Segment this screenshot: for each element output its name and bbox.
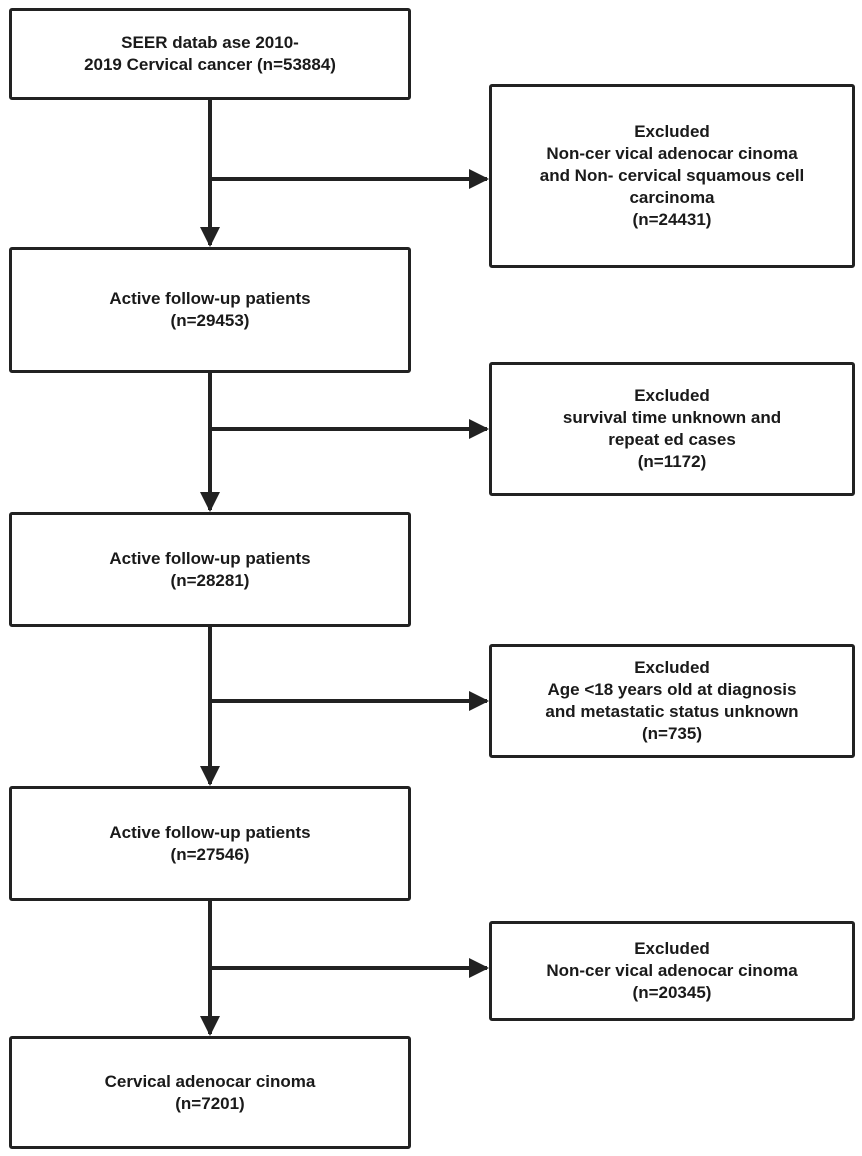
excluded-box-line: (n=20345) [632,983,712,1002]
excluded-box-non-adeno-squamous: Excluded Non-cer vical adenocar cinoma a… [489,84,855,268]
main-box-line: Active follow-up patients [109,548,311,568]
excluded-box-line: (n=735) [642,724,702,743]
main-box-line: (n=7201) [175,1093,245,1113]
main-box-line: 2019 Cervical cancer (n=53884) [84,55,336,74]
excluded-box-line: Age <18 years old at diagnosis [547,680,797,699]
main-box-line: (n=29453) [170,311,250,330]
excluded-box-line: Excluded [634,658,710,677]
excluded-box-line: Non-cer vical adenocar cinoma [546,144,798,163]
excluded-box-line: repeat ed cases [608,430,736,449]
excluded-box-age-metastatic: Excluded Age <18 years old at diagnosis … [489,644,855,758]
main-box-line: SEER datab ase 2010- [121,33,299,52]
main-box-active-followup-1: Active follow-up patients (n=29453) [9,247,411,373]
main-box-cervical-adenocarcinoma: Cervical adenocar cinoma (n=7201) [9,1036,411,1149]
excluded-box-line: (n=24431) [632,210,712,229]
main-box-seer-database: SEER datab ase 2010- 2019 Cervical cance… [9,8,411,100]
excluded-box-line: carcinoma [629,188,715,207]
excluded-box-line: survival time unknown and [562,408,782,427]
main-box-line: (n=28281) [170,570,250,590]
main-box-active-followup-3: Active follow-up patients (n=27546) [9,786,411,901]
excluded-box-line: Non-cer vical adenocar cinoma [546,961,798,980]
excluded-box-line: Excluded [634,939,710,958]
main-box-active-followup-2: Active follow-up patients (n=28281) [9,512,411,627]
excluded-box-line: Excluded [634,122,710,141]
excluded-box-line: and Non- cervical squamous cell [539,166,805,185]
main-box-line: Cervical adenocar cinoma [104,1071,316,1091]
main-box-line: Active follow-up patients [109,289,311,308]
excluded-box-survival-unknown: Excluded survival time unknown and repea… [489,362,855,496]
main-box-line: (n=27546) [170,844,250,864]
excluded-box-line: and metastatic status unknown [545,702,799,721]
excluded-box-line: Excluded [634,386,710,405]
excluded-box-non-adeno: Excluded Non-cer vical adenocar cinoma (… [489,921,855,1021]
main-box-line: Active follow-up patients [109,822,311,842]
excluded-box-line: (n=1172) [637,452,707,471]
